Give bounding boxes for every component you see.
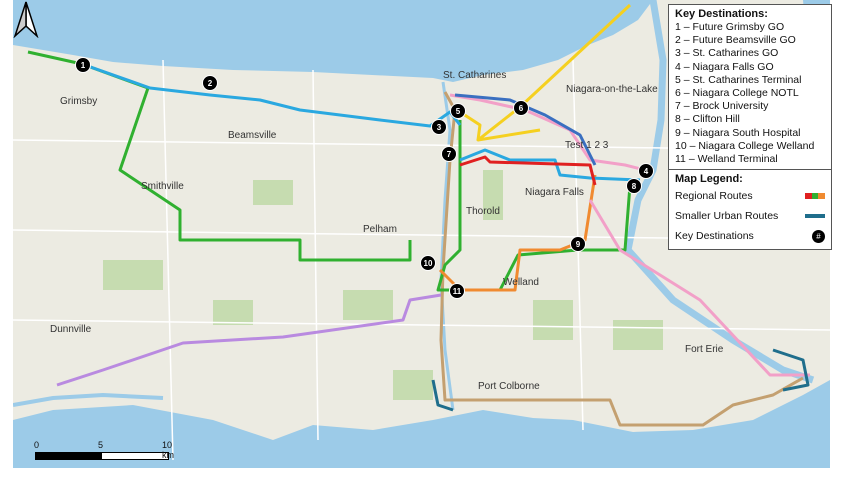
destination-item: 6 – Niagara College NOTL (675, 87, 799, 100)
grand-river (13, 392, 164, 407)
pink-route-2[interactable] (588, 199, 810, 377)
destination-item: 11 – Welland Terminal (675, 153, 778, 166)
destination-marker[interactable]: 9 (570, 236, 586, 252)
destination-marker[interactable]: 6 (513, 100, 529, 116)
destination-marker[interactable]: 5 (450, 103, 466, 119)
green-route[interactable] (27, 50, 412, 262)
scale-tick-10: 10 km (162, 440, 174, 460)
town-label: Test 1 2 3 (565, 140, 609, 151)
destination-item: 7 – Brock University (675, 100, 769, 113)
niagara-river (624, 0, 815, 384)
town-label: Port Colborne (478, 381, 540, 392)
town-label: Dunnville (50, 324, 92, 335)
legend-title: Map Legend: (675, 173, 743, 186)
destination-marker[interactable]: 10 (420, 255, 436, 271)
destination-marker[interactable]: 4 (638, 163, 654, 179)
legend-urban: Smaller Urban Routes (675, 206, 825, 226)
town-label: Thorold (466, 206, 500, 217)
town-label: Grimsby (60, 96, 98, 107)
legend-regional-label: Regional Routes (675, 190, 753, 203)
destination-item: 9 – Niagara South Hospital (675, 126, 801, 139)
north-arrow-icon (13, 1, 39, 38)
destination-item: 10 – Niagara College Welland (675, 139, 815, 152)
green-areas (103, 170, 663, 400)
scale-bar: 0 5 10 km (34, 440, 175, 460)
regional-swatch (805, 193, 826, 200)
town-label: Niagara Falls (525, 187, 584, 198)
destination-marker[interactable]: 2 (202, 75, 218, 91)
darkblue-route[interactable] (454, 93, 597, 166)
key-swatch: # (812, 229, 825, 243)
welland-canal (439, 81, 455, 411)
scale-tick-5: 5 (98, 440, 104, 450)
town-label: St. Catharines (443, 70, 507, 81)
destination-marker[interactable]: 3 (431, 119, 447, 135)
red-route[interactable] (459, 155, 597, 186)
destination-item: 3 – St. Catharines GO (675, 47, 779, 60)
destinations-title: Key Destinations: (675, 8, 768, 20)
lake-ontario (13, 0, 653, 82)
urban-swatch (805, 214, 825, 219)
legend-regional: Regional Routes (675, 186, 826, 206)
scale-tick-0: 0 (34, 440, 40, 450)
legend-key: Key Destinations # (675, 226, 825, 246)
town-label: Fort Erie (685, 344, 724, 355)
yellow-route[interactable] (476, 3, 632, 142)
town-label: Niagara-on-the-Lake (566, 84, 658, 95)
lightblue-route[interactable] (81, 62, 462, 128)
destination-marker[interactable]: 11 (449, 283, 465, 299)
lightblue-route-2[interactable] (459, 148, 641, 182)
legend-key-label: Key Destinations (675, 230, 754, 243)
urban-route-forterie[interactable] (772, 348, 810, 392)
town-label: Welland (503, 277, 539, 288)
town-label: Pelham (363, 224, 397, 235)
urban-route-portcolborne[interactable] (431, 379, 454, 412)
town-label: Beamsville (228, 130, 277, 141)
lake-erie (13, 380, 830, 468)
legend-urban-label: Smaller Urban Routes (675, 210, 779, 223)
destination-marker[interactable]: 7 (441, 146, 457, 162)
purple-route[interactable] (56, 293, 442, 387)
destination-item: 1 – Future Grimsby GO (675, 21, 785, 33)
town-label: Smithville (141, 181, 184, 192)
destination-item: 8 – Clifton Hill (675, 113, 740, 126)
destination-item: 5 – St. Catharines Terminal (675, 73, 802, 86)
destination-marker[interactable]: 1 (75, 57, 91, 73)
destination-item: 2 – Future Beamsville GO (675, 34, 796, 47)
destination-marker[interactable]: 8 (626, 178, 642, 194)
destination-item: 4 – Niagara Falls GO (675, 60, 774, 73)
